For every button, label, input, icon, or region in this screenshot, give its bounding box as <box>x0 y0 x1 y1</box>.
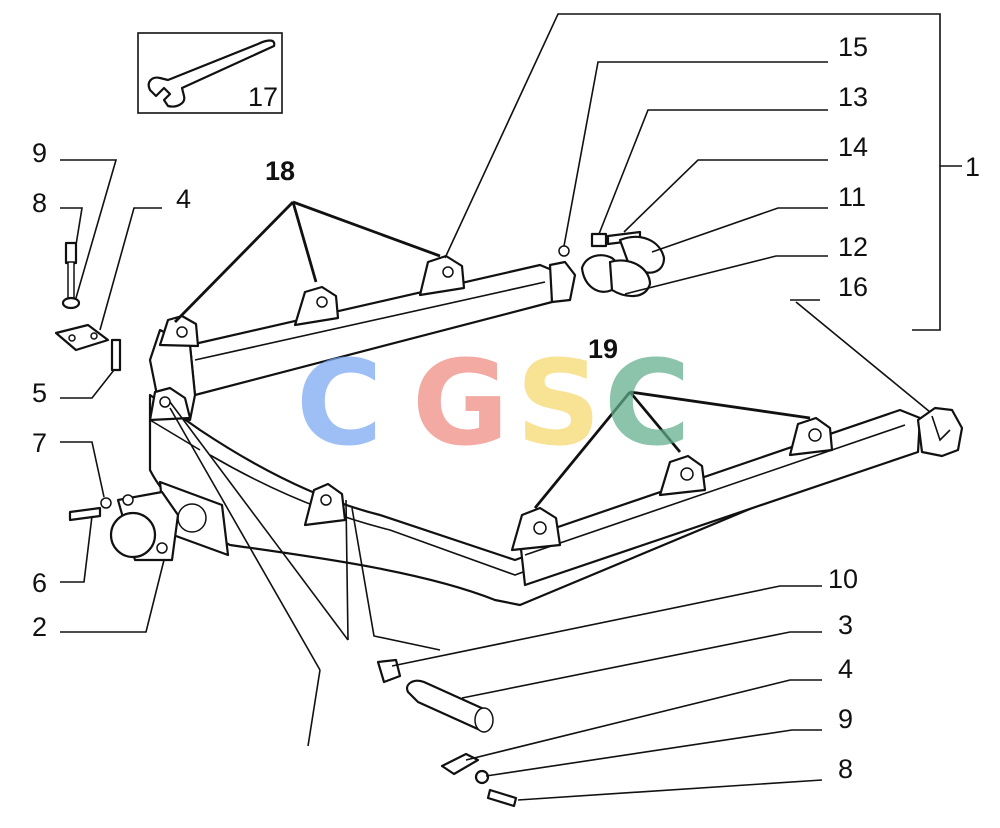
tow-ball <box>109 511 157 559</box>
bolt-8-top <box>64 241 78 265</box>
callout-12: 12 <box>838 232 868 262</box>
lower-brackets <box>148 386 347 527</box>
washer-7 <box>100 497 112 509</box>
callout-17: 17 <box>248 82 278 112</box>
callout-4-bottom: 4 <box>838 654 853 684</box>
brackets-18 <box>158 254 466 348</box>
pin-5 <box>110 338 122 372</box>
callout-3: 3 <box>838 610 853 640</box>
clamp-parts <box>548 230 666 304</box>
nut-15 <box>558 245 570 257</box>
callout-19: 19 <box>588 334 618 364</box>
washer-9-top <box>61 296 81 310</box>
callout-labels: 17 15 13 14 1 11 12 16 18 19 9 8 4 5 7 6… <box>32 32 980 784</box>
beam-end-block <box>548 260 577 304</box>
wrench-icon <box>147 39 276 108</box>
bracket-18c <box>418 254 466 297</box>
plate-4-bottom <box>440 752 480 776</box>
watermark-letter-s: S <box>516 334 601 472</box>
washer-9-bottom <box>474 769 490 785</box>
callout-10: 10 <box>828 564 858 594</box>
callout-8-top: 8 <box>32 188 47 218</box>
callout-16: 16 <box>838 272 868 302</box>
tow-ball-assembly <box>68 490 180 562</box>
upper-left-parts <box>54 241 122 372</box>
bracket-18b <box>293 285 340 327</box>
bolt-6 <box>68 506 102 522</box>
watermark: C G S C <box>296 334 691 472</box>
callout-18: 18 <box>265 156 295 186</box>
leader-lines <box>60 13 962 801</box>
callout-6: 6 <box>32 568 47 598</box>
watermark-letter-c1: C <box>296 334 383 472</box>
bolt-8-bottom <box>486 788 518 808</box>
callout-15: 15 <box>838 32 868 62</box>
callout-9-top: 9 <box>32 138 47 168</box>
block-13 <box>590 232 608 248</box>
brackets-19 <box>510 416 834 552</box>
callout-8-bottom: 8 <box>838 754 853 784</box>
callout-11: 11 <box>838 182 866 212</box>
watermark-letter-c2: C <box>604 334 691 472</box>
watermark-letter-g: G <box>412 334 509 472</box>
callout-7: 7 <box>32 428 47 458</box>
callout-2: 2 <box>32 612 47 642</box>
coupling-16 <box>916 406 964 458</box>
callout-1: 1 <box>965 152 980 182</box>
callout-13: 13 <box>838 82 868 112</box>
wrench-inset <box>137 32 283 114</box>
grease-nipple-10 <box>376 658 402 684</box>
plate-4-top <box>54 323 110 352</box>
callout-5: 5 <box>32 378 47 408</box>
callout-14: 14 <box>838 132 868 162</box>
inset-frame <box>137 32 283 114</box>
lower-right-parts <box>376 658 518 808</box>
callout-9-bottom: 9 <box>838 704 853 734</box>
callout-4-top: 4 <box>176 184 191 214</box>
